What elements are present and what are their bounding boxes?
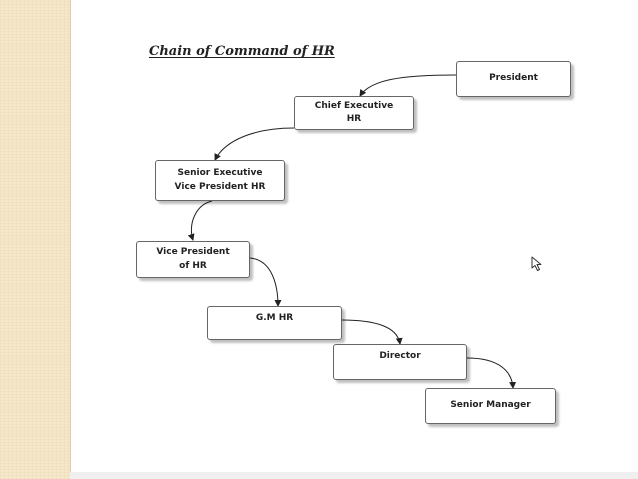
node-label: Chief Executive HR [314, 100, 394, 124]
node-vice-president: Vice President of HR [136, 241, 250, 278]
diagram-title: Chain of Command of HR [149, 44, 335, 59]
node-label: Vice President of HR [156, 247, 230, 271]
node-president: President [456, 61, 571, 97]
connector-president-to-chief-executive [359, 74, 457, 97]
node-label: Senior Executive Vice President HR [174, 168, 266, 192]
node-label: Director [379, 351, 421, 361]
node-label: G.M HR [255, 313, 294, 323]
decorative-left-strip [0, 0, 71, 479]
node-senior-executive-vp: Senior Executive Vice President HR [155, 160, 285, 201]
node-chief-executive: Chief Executive HR [294, 96, 414, 130]
node-director: Director [333, 344, 467, 380]
node-label: Senior Manager [450, 400, 531, 411]
connector-senior-executive-vp-to-vice-president [187, 200, 213, 241]
node-gm: G.M HR [207, 306, 342, 340]
connector-gm-to-director [341, 319, 403, 345]
node-label: President [489, 73, 538, 84]
connector-chief-executive-to-senior-executive-vp [214, 127, 295, 161]
node-senior-manager: Senior Manager [425, 388, 556, 424]
connector-vice-president-to-gm [249, 257, 282, 307]
connector-director-to-senior-manager [466, 357, 517, 389]
decorative-bottom-band [70, 472, 638, 479]
mouse-cursor-icon [531, 256, 542, 271]
